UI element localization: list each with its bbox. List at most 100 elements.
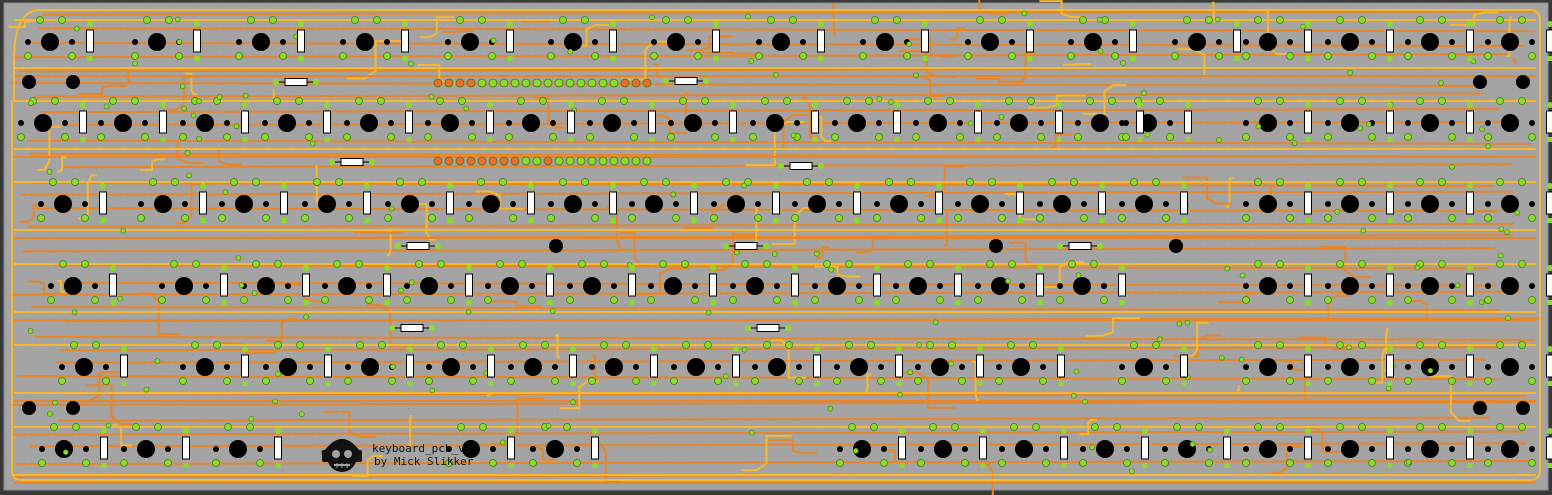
via [549, 308, 556, 315]
mounting-hole [22, 401, 36, 415]
via [913, 72, 919, 79]
diode [465, 265, 473, 305]
via [388, 205, 395, 212]
diode [1060, 428, 1068, 468]
diode [507, 428, 515, 468]
header-pad [455, 156, 465, 166]
via [222, 189, 229, 195]
key-switch [1118, 341, 1170, 385]
diode [729, 102, 737, 142]
diode [1055, 102, 1063, 142]
header-pad [466, 78, 476, 88]
via [1498, 226, 1505, 232]
silkscreen-logo [322, 439, 362, 472]
via [827, 405, 834, 412]
silkscreen-author: by Mick Slikker [374, 455, 474, 468]
key-switch [1242, 16, 1294, 60]
header-pad [499, 156, 509, 166]
diode [1233, 21, 1241, 61]
via [545, 422, 552, 429]
header-pad [455, 78, 465, 88]
diode [1304, 102, 1312, 142]
header-pad [576, 78, 586, 88]
header-pad [554, 156, 564, 166]
diode [1304, 346, 1312, 386]
via [429, 387, 436, 394]
diode [109, 265, 117, 305]
key-switch [1242, 97, 1294, 141]
via [749, 429, 755, 436]
diode [976, 346, 984, 386]
diode [1546, 102, 1552, 142]
key-switch [58, 341, 110, 385]
key-switch [1036, 178, 1088, 222]
via [1360, 227, 1367, 234]
key-switch [588, 341, 640, 385]
key-switch [586, 97, 638, 141]
header-pad [565, 78, 575, 88]
diode [772, 183, 780, 223]
diode [935, 183, 943, 223]
via [174, 16, 181, 23]
diode [79, 102, 87, 142]
diode [323, 102, 331, 142]
key-switch [445, 423, 497, 467]
via [216, 94, 223, 100]
via [428, 93, 435, 100]
via [103, 103, 110, 110]
via [27, 328, 34, 334]
via [242, 92, 249, 99]
header-pad [631, 78, 641, 88]
diode [1386, 346, 1394, 386]
diode [1546, 346, 1552, 386]
via [1214, 16, 1221, 23]
via [948, 360, 954, 367]
key-switch [97, 97, 149, 141]
diode [1304, 428, 1312, 468]
diode [193, 21, 201, 61]
via [876, 96, 883, 102]
key-switch [1242, 341, 1294, 385]
via [272, 398, 278, 405]
via [998, 114, 1005, 120]
via [932, 319, 939, 326]
via [1096, 16, 1103, 23]
header-pad [576, 156, 586, 166]
key-switch [1324, 97, 1376, 141]
via [1427, 367, 1434, 374]
key-switch [791, 178, 843, 222]
diode [709, 265, 717, 305]
diode [487, 346, 495, 386]
via [1005, 278, 1011, 284]
diode [220, 265, 228, 305]
diode [99, 183, 107, 223]
key-switch [710, 178, 762, 222]
diode [1057, 346, 1065, 386]
diode [401, 21, 409, 61]
diode [182, 428, 190, 468]
via [1478, 299, 1485, 306]
via [1255, 123, 1262, 130]
via [1224, 265, 1231, 272]
via [649, 14, 655, 21]
via [1082, 398, 1088, 405]
key-switch [158, 260, 210, 304]
via [179, 83, 186, 90]
via [897, 391, 903, 398]
resistor [663, 77, 709, 85]
via [670, 191, 676, 198]
via [1075, 272, 1082, 278]
diode [100, 428, 108, 468]
key-switch [1171, 16, 1223, 60]
resistor [273, 78, 319, 86]
mounting-hole [22, 75, 36, 89]
key-switch [628, 178, 680, 222]
key-switch [1242, 178, 1294, 222]
diode [873, 265, 881, 305]
key-switch [547, 178, 599, 222]
key-switch [1242, 260, 1294, 304]
key-switch [384, 178, 436, 222]
diode [446, 183, 454, 223]
diode [954, 265, 962, 305]
